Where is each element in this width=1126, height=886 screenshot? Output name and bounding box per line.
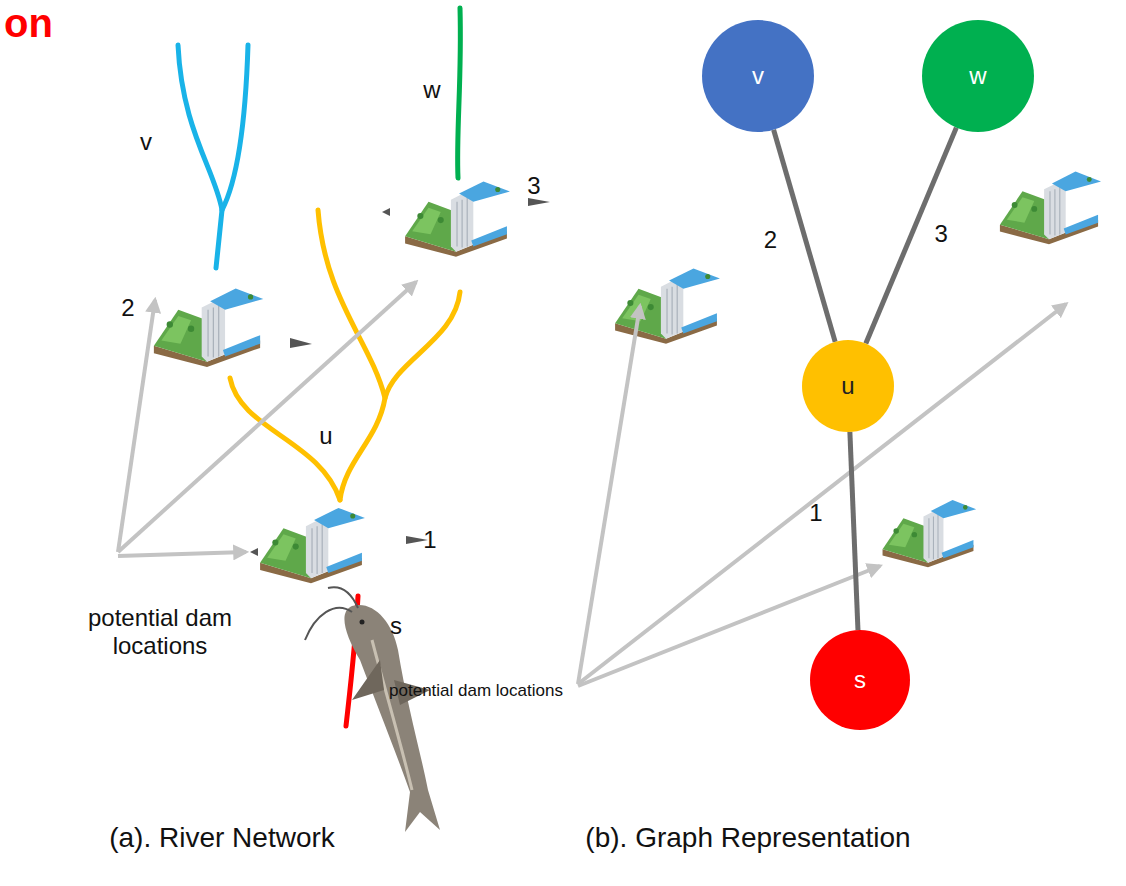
graph-edge bbox=[850, 432, 858, 630]
river-v bbox=[178, 45, 222, 268]
river-u bbox=[230, 378, 340, 500]
text-label: (a). River Network bbox=[109, 822, 335, 854]
node-label: v bbox=[752, 62, 764, 90]
text-label: w bbox=[423, 76, 440, 104]
river-v bbox=[222, 45, 248, 210]
edge-weight: 2 bbox=[764, 226, 777, 254]
text-label: 3 bbox=[527, 172, 540, 200]
graph-node-circle: v bbox=[702, 20, 814, 132]
text-label: potential dam locations bbox=[60, 604, 260, 659]
graph-node-circle: s bbox=[810, 630, 910, 730]
edge-weight: 3 bbox=[934, 220, 947, 248]
title-fragment: on bbox=[4, 0, 53, 46]
graph-node-circle: u bbox=[802, 340, 894, 432]
graph-edge bbox=[866, 128, 957, 344]
dam-icon bbox=[883, 500, 977, 567]
node-label: s bbox=[854, 666, 866, 694]
edge-weight: 1 bbox=[809, 499, 822, 527]
text-label: 1 bbox=[423, 526, 436, 554]
dam-icon bbox=[154, 288, 263, 367]
dam-icon bbox=[260, 508, 365, 583]
dam-icon bbox=[1000, 172, 1101, 245]
leader-arrows bbox=[118, 282, 1066, 686]
node-label: w bbox=[969, 62, 986, 90]
river-u bbox=[340, 292, 460, 500]
text-label: s bbox=[390, 612, 402, 640]
text-label: potential dam locations bbox=[389, 681, 563, 701]
graph-node-circle: w bbox=[922, 20, 1034, 132]
text-label: v bbox=[140, 128, 152, 156]
dam-icon bbox=[405, 181, 510, 256]
text-label: 2 bbox=[121, 294, 134, 322]
node-label: u bbox=[841, 372, 854, 400]
text-label: u bbox=[319, 422, 332, 450]
graph-edge bbox=[774, 130, 836, 342]
fish bbox=[305, 587, 440, 832]
flow-marks bbox=[250, 198, 550, 556]
river-u bbox=[318, 210, 385, 398]
river-w bbox=[458, 8, 461, 178]
dam-icon bbox=[615, 268, 720, 343]
text-label: (b). Graph Representation bbox=[585, 822, 910, 854]
